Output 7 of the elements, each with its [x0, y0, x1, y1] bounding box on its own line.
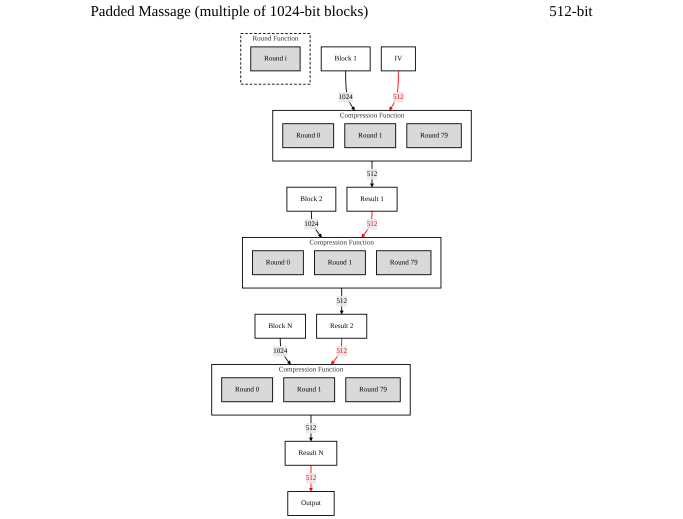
arrow: [389, 70, 399, 111]
arrow: [280, 338, 291, 365]
arrow: [331, 338, 342, 365]
arrow: [310, 210, 322, 238]
dimension-label: Padded Massage (multiple of 1024-bit blocks): [90, 4, 368, 22]
width-label: 512-bit: [549, 4, 593, 22]
arrow: [362, 210, 372, 238]
